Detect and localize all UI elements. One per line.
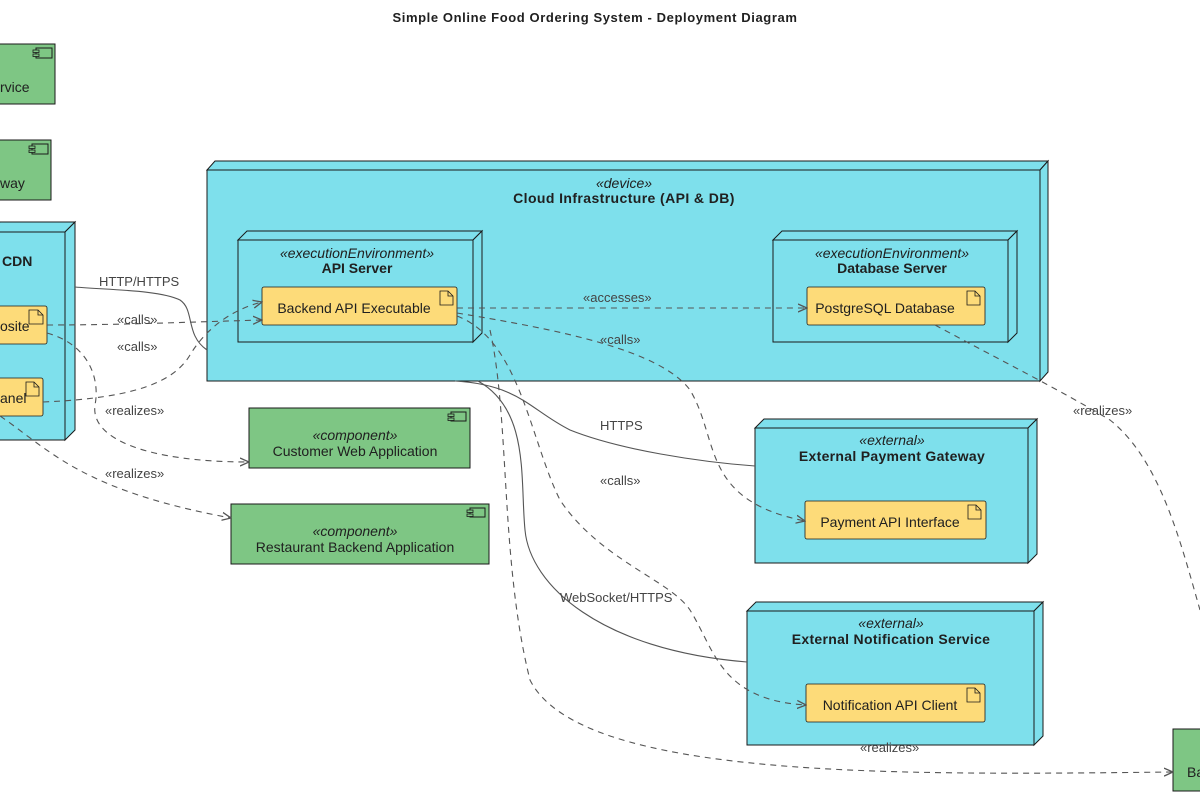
component-restaurant-backend-app: «component» Restaurant Backend Applicati… bbox=[230, 503, 490, 565]
component-gateway-partial: way bbox=[0, 139, 52, 201]
connector-calls-website bbox=[46, 320, 262, 326]
payment-title: External Payment Gateway bbox=[799, 448, 985, 464]
connector-calls-payment bbox=[456, 312, 805, 521]
artifact-backend-api: Backend API Executable bbox=[261, 286, 458, 326]
component-icon bbox=[466, 507, 486, 518]
artifact-notification-api: Notification API Client bbox=[805, 683, 986, 723]
backend-api-label: Backend API Executable bbox=[277, 300, 431, 316]
edge-label-realizes-restaurant: «realizes» bbox=[105, 466, 164, 481]
connector-calls-notification bbox=[456, 315, 806, 705]
edge-label-https: HTTPS bbox=[600, 418, 643, 433]
edge-label-http-https: HTTP/HTTPS bbox=[99, 274, 179, 289]
node-database-server: «executionEnvironment» Database Server P… bbox=[771, 229, 1019, 344]
api-server-stereotype: «executionEnvironment» bbox=[280, 245, 434, 261]
component-icon bbox=[32, 47, 53, 59]
payment-stereotype: «external» bbox=[859, 432, 925, 448]
component-bottom-right-label: Ba bbox=[1187, 764, 1200, 780]
edge-label-calls-notification: «calls» bbox=[600, 473, 640, 488]
edge-label-calls-payment: «calls» bbox=[600, 332, 640, 347]
connector-http-https bbox=[74, 286, 208, 351]
connector-websocket-notification bbox=[477, 380, 748, 663]
edge-label-calls-website: «calls» bbox=[117, 312, 157, 327]
restaurant-app-stereotype: «component» bbox=[313, 523, 398, 539]
component-icon bbox=[447, 411, 467, 422]
customer-app-title: Customer Web Application bbox=[273, 443, 438, 459]
connector-https-payment bbox=[454, 380, 756, 467]
artifact-panel-label: anel bbox=[0, 390, 26, 406]
artifact-icon bbox=[25, 381, 40, 397]
connector-realizes-restaurant bbox=[0, 415, 231, 518]
edge-label-realizes-postgres: «realizes» bbox=[1073, 403, 1132, 418]
notification-api-label: Notification API Client bbox=[823, 697, 958, 713]
postgresql-label: PostgreSQL Database bbox=[815, 300, 955, 316]
notification-title: External Notification Service bbox=[792, 631, 991, 647]
artifact-website-label: osite bbox=[0, 318, 30, 334]
payment-api-label: Payment API Interface bbox=[820, 514, 960, 530]
connector-calls-panel bbox=[42, 302, 262, 403]
connector-realizes-postgres bbox=[934, 324, 1200, 611]
node-payment-gateway: «external» External Payment Gateway Paym… bbox=[753, 417, 1039, 565]
node-cdn: CDN osite anel bbox=[0, 220, 77, 442]
api-server-title: API Server bbox=[322, 260, 393, 276]
component-gateway-label: way bbox=[0, 175, 25, 191]
restaurant-app-title: Restaurant Backend Application bbox=[256, 539, 454, 555]
component-icon bbox=[28, 143, 49, 155]
db-server-stereotype: «executionEnvironment» bbox=[815, 245, 969, 261]
component-service-partial: rvice bbox=[0, 43, 56, 105]
artifact-icon bbox=[966, 687, 981, 703]
node-notification-service: «external» External Notification Service… bbox=[745, 600, 1045, 747]
node-cloud-infrastructure: «device» Cloud Infrastructure (API & DB)… bbox=[205, 159, 1050, 383]
artifact-icon bbox=[967, 504, 982, 520]
edge-label-realizes-customer: «realizes» bbox=[105, 403, 164, 418]
cloud-title: Cloud Infrastructure (API & DB) bbox=[513, 190, 735, 206]
artifact-icon bbox=[439, 290, 454, 306]
artifact-website: osite bbox=[0, 305, 48, 345]
artifact-panel: anel bbox=[0, 377, 44, 417]
edge-label-realizes-bottom: «realizes» bbox=[860, 740, 919, 755]
edge-label-calls-panel: «calls» bbox=[117, 339, 157, 354]
artifact-payment-api: Payment API Interface bbox=[804, 500, 987, 540]
node-cdn-label: CDN bbox=[2, 253, 32, 269]
db-server-title: Database Server bbox=[837, 260, 947, 276]
edge-label-accesses: «accesses» bbox=[583, 290, 652, 305]
artifact-postgresql: PostgreSQL Database bbox=[806, 286, 986, 326]
edge-label-websocket: WebSocket/HTTPS bbox=[560, 590, 673, 605]
connector-realizes-customer bbox=[46, 332, 249, 462]
component-service-label: rvice bbox=[0, 79, 30, 95]
cloud-stereotype: «device» bbox=[596, 175, 652, 191]
artifact-icon bbox=[966, 290, 981, 306]
artifact-icon bbox=[28, 309, 44, 325]
connector-realizes-bottom bbox=[489, 329, 1173, 773]
customer-app-stereotype: «component» bbox=[313, 427, 398, 443]
node-api-server: «executionEnvironment» API Server Backen… bbox=[236, 229, 484, 344]
component-customer-web-app: «component» Customer Web Application bbox=[248, 407, 471, 469]
component-bottom-right-partial: Ba bbox=[1172, 728, 1200, 792]
diagram-title: Simple Online Food Ordering System - Dep… bbox=[392, 10, 797, 25]
notification-stereotype: «external» bbox=[858, 615, 924, 631]
